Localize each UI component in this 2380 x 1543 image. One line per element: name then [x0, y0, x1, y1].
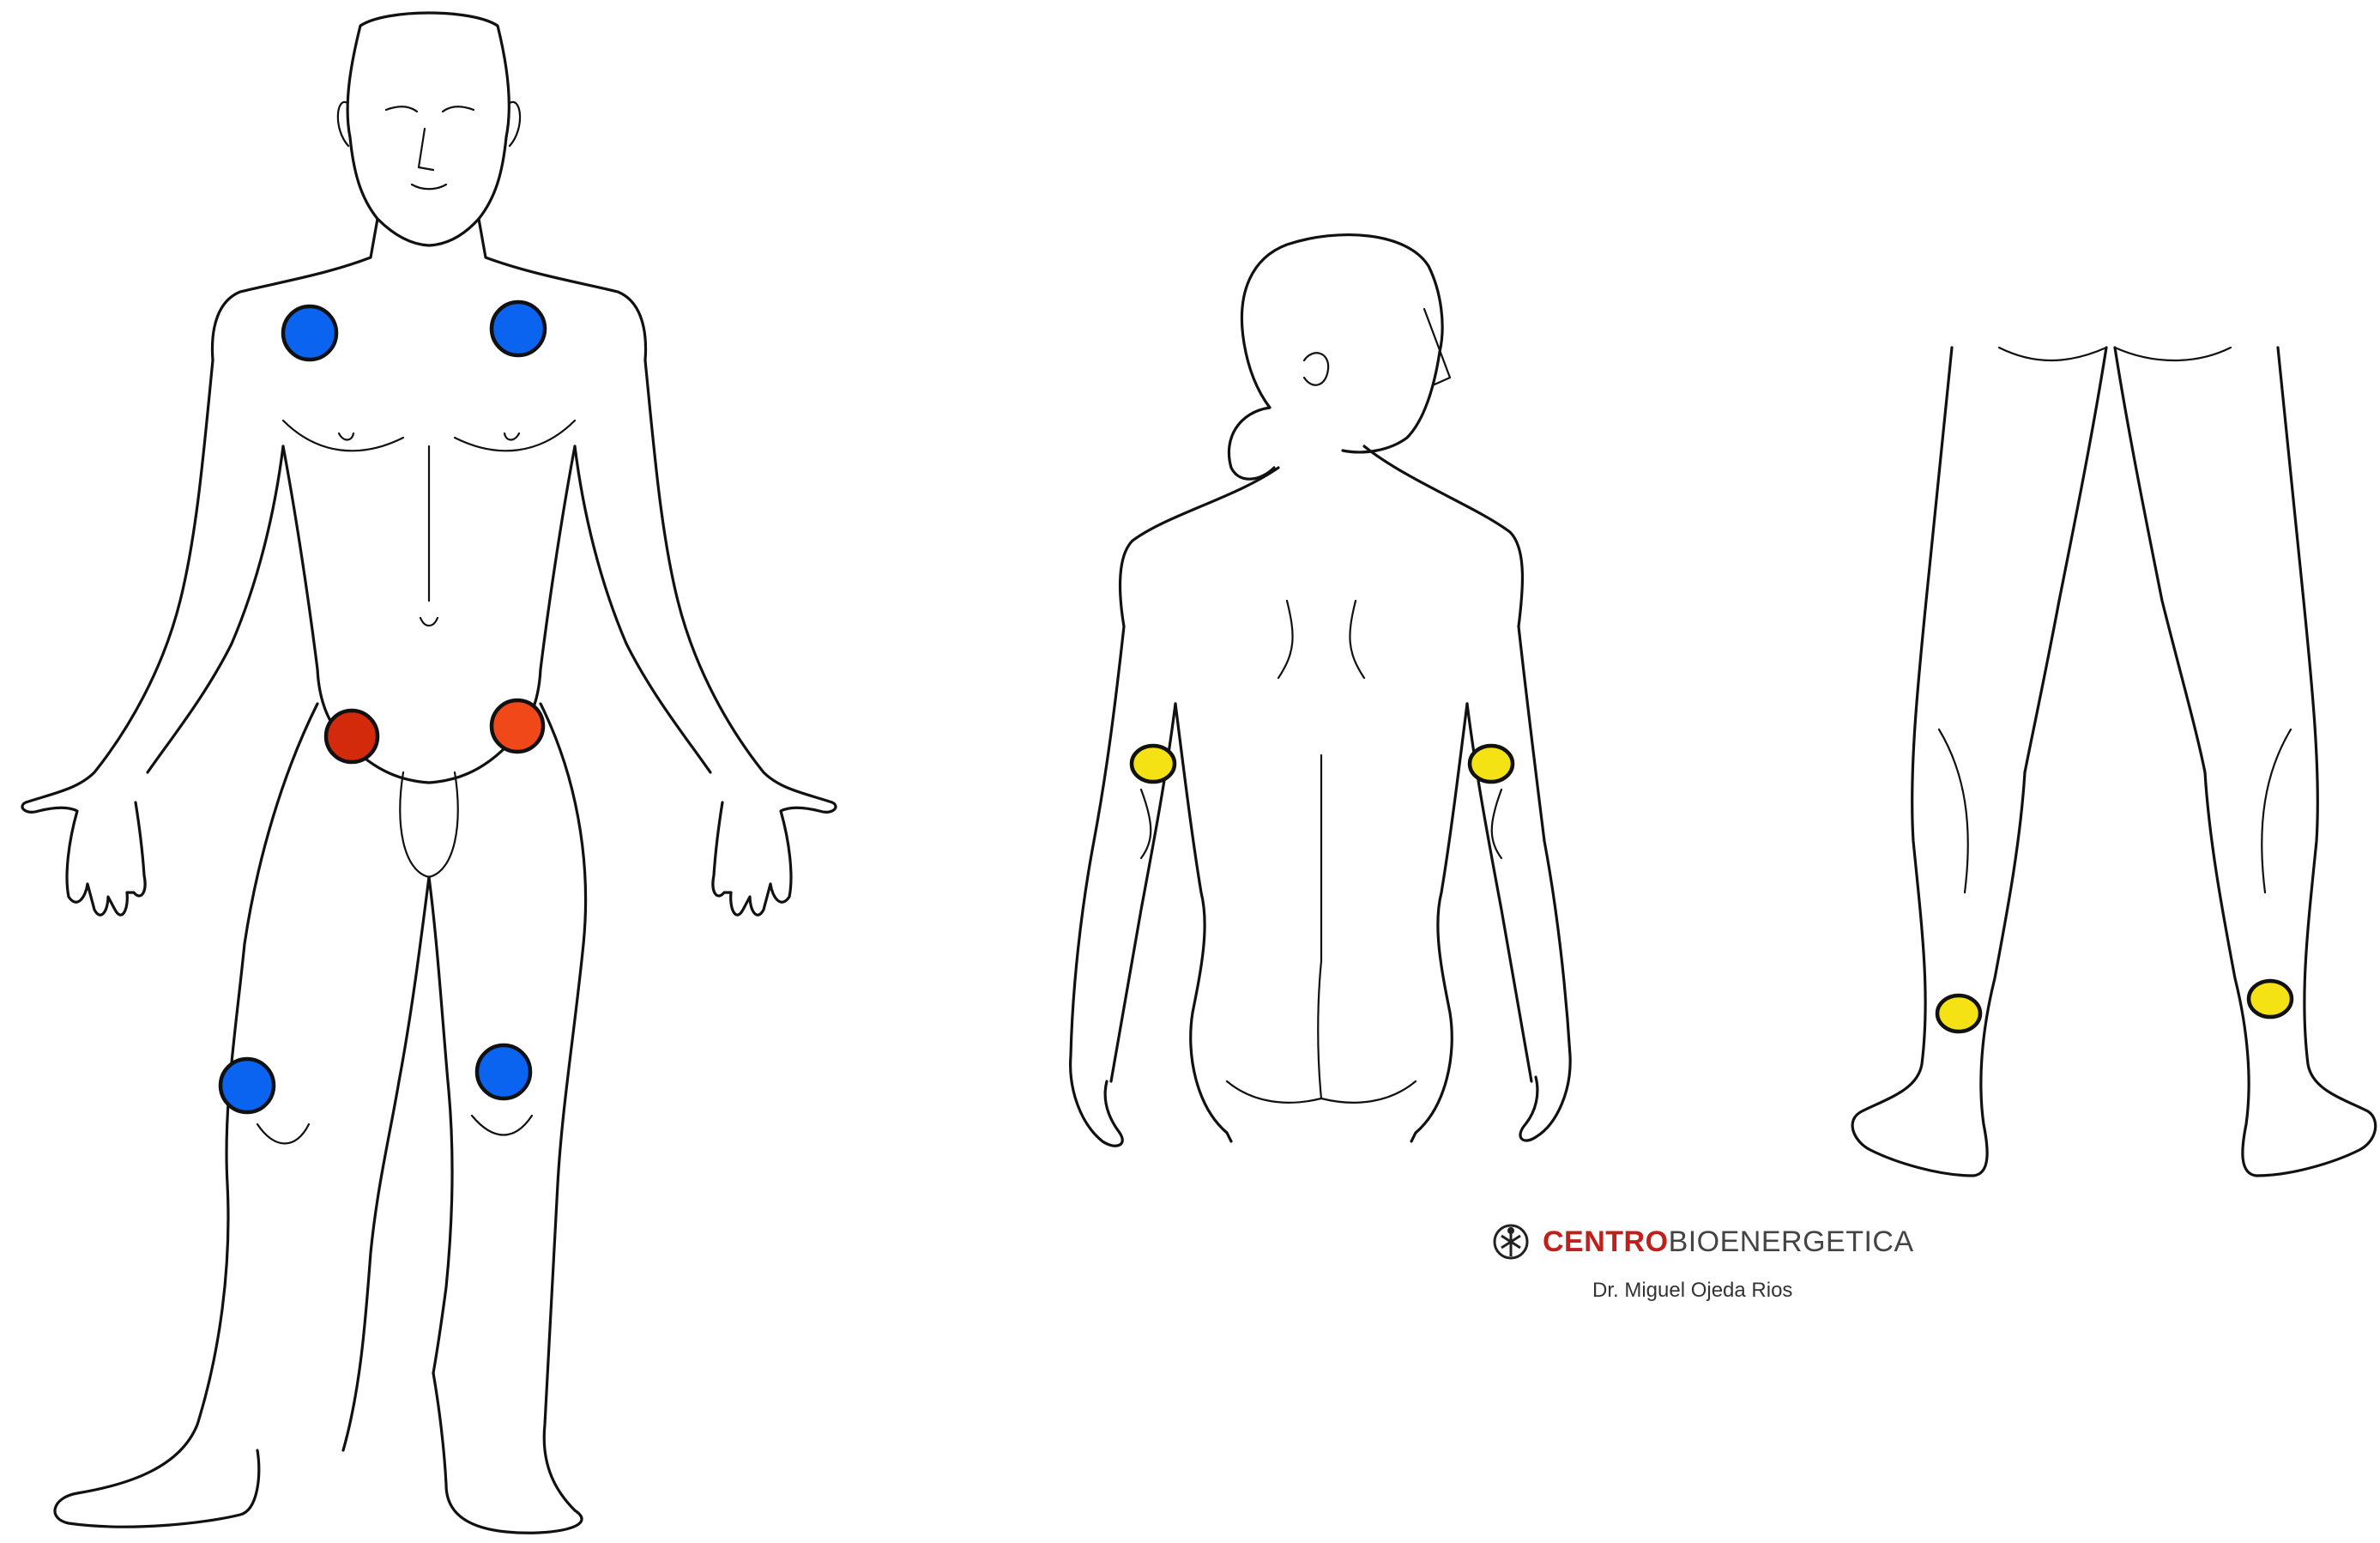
marker-back-left-calf: [1937, 995, 1980, 1032]
marker-front-right-groin: [492, 700, 543, 752]
brand-name-light: BIOENERGETICA: [1669, 1225, 1914, 1259]
front-body-figure: [22, 13, 836, 1533]
marker-back-right-elbow: [1470, 746, 1513, 782]
brand-name-strong: CENTRO: [1543, 1225, 1669, 1259]
marker-back-right-calf: [2249, 981, 2292, 1017]
marker-front-left-chest: [283, 306, 336, 360]
marker-front-left-groin: [326, 711, 378, 762]
running-figure-icon: [1491, 1222, 1531, 1262]
doctor-name: Dr. Miguel Ojeda Rios: [1592, 1279, 1792, 1303]
back-legs-figure: [1852, 348, 2376, 1176]
back-torso-figure: [1071, 235, 1571, 1147]
marker-front-right-chest: [492, 302, 545, 355]
brand-logo: CENTRO BIOENERGETICA Dr. Miguel Ojeda Ri…: [1491, 1220, 1937, 1332]
marker-front-right-knee: [477, 1045, 530, 1098]
brand-line: CENTRO BIOENERGETICA: [1491, 1220, 1914, 1263]
markers: [220, 302, 2292, 1112]
marker-front-left-knee: [220, 1059, 274, 1112]
marker-back-left-elbow: [1132, 746, 1175, 782]
